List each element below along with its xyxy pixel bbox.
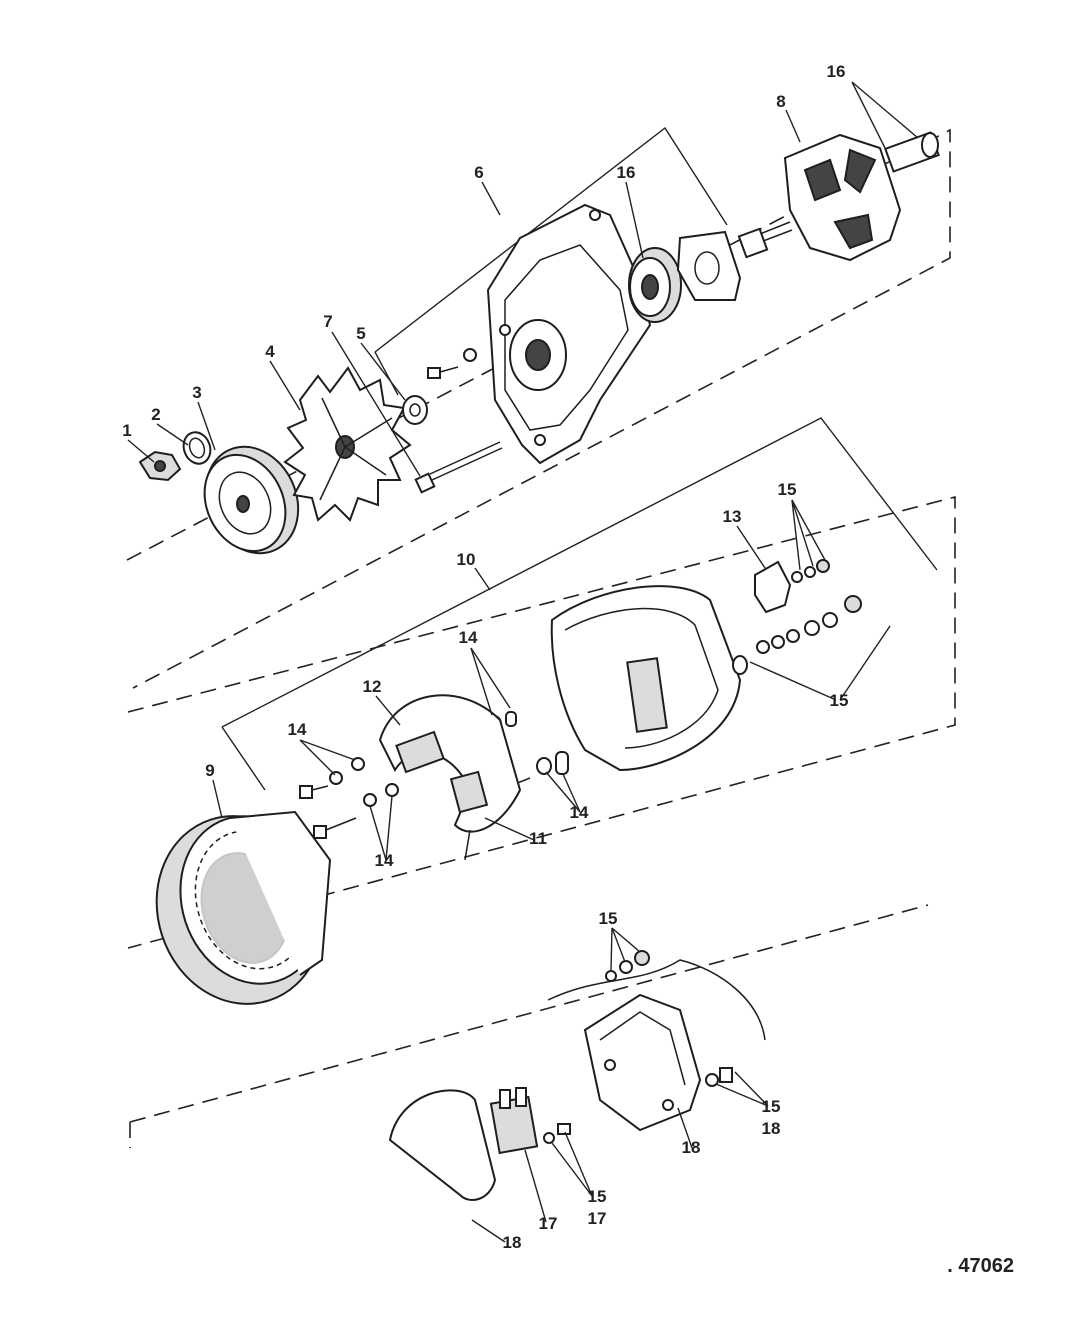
- callout-7: 7: [323, 312, 332, 331]
- catalog-number: . 47062: [947, 1255, 1014, 1277]
- callout-1: 1: [122, 421, 131, 440]
- part-8-rotor: [737, 131, 940, 262]
- part-1-nut: [138, 450, 182, 482]
- front-housing-screw: [427, 348, 477, 379]
- part-15-nuts-washers-lower: [605, 950, 650, 982]
- callout-15: 15: [588, 1187, 607, 1206]
- callout-10: 10: [457, 550, 476, 569]
- part-7-through-bolt: [414, 441, 503, 494]
- callout-8: 8: [776, 92, 785, 111]
- callout-18: 18: [682, 1138, 701, 1157]
- callout-17: 17: [539, 1214, 558, 1233]
- part-16-bearing: [628, 247, 682, 323]
- callout-14: 14: [459, 628, 478, 647]
- part-13-terminal: [754, 560, 792, 614]
- callout-16: 16: [827, 62, 846, 81]
- part-18-regulator-housing: [547, 959, 766, 1132]
- part-10-slip-ring-end-frame: [550, 585, 748, 772]
- callout-5: 5: [356, 324, 365, 343]
- callout-14: 14: [288, 720, 307, 739]
- callout-15: 15: [778, 480, 797, 499]
- callout-15: 15: [599, 909, 618, 928]
- part-3-pulley: [203, 445, 300, 555]
- callout-17: 17: [588, 1209, 607, 1228]
- callout-14: 14: [570, 803, 589, 822]
- part-15-18-screw-lower: [705, 1067, 733, 1087]
- part-17-brush-holder: [489, 1087, 571, 1155]
- callout-6: 6: [474, 163, 483, 182]
- part-5-spacer: [402, 395, 428, 425]
- assembly-brackets: [221, 126, 938, 791]
- callout-12: 12: [363, 677, 382, 696]
- callout-14: 14: [375, 851, 394, 870]
- leader-lines: [127, 81, 919, 1243]
- callout-2: 2: [151, 405, 160, 424]
- callout-15: 15: [830, 691, 849, 710]
- part-15-nuts-washers-upper: [756, 559, 862, 654]
- part-11-12-rectifier-bridge: [378, 694, 522, 861]
- callout-15: 15: [762, 1097, 781, 1116]
- part-callouts: 1234567891011121314141414151515151516161…: [122, 62, 848, 1252]
- part-4-fan: [283, 366, 412, 522]
- part-9-stator: [155, 810, 332, 1005]
- callout-11: 11: [529, 829, 547, 848]
- callout-9: 9: [205, 761, 214, 780]
- part-6-front-housing: [486, 203, 652, 465]
- callout-13: 13: [723, 507, 742, 526]
- callout-18: 18: [503, 1233, 522, 1252]
- callout-3: 3: [192, 383, 201, 402]
- part-18-gasket: [388, 1089, 497, 1201]
- callout-18: 18: [762, 1119, 781, 1138]
- callout-4: 4: [265, 342, 275, 361]
- part-2-washer: [182, 431, 212, 465]
- bearing-retainer-plate: [676, 230, 742, 301]
- callout-16: 16: [617, 163, 636, 182]
